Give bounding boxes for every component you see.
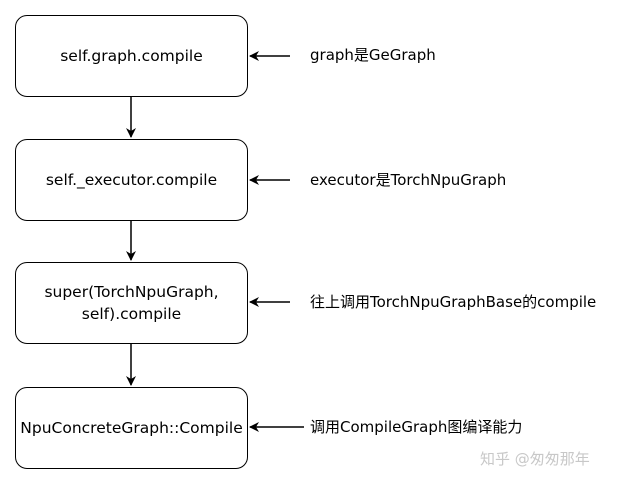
node-executor-compile: self._executor.compile — [15, 139, 248, 221]
node-super-compile: super(TorchNpuGraph, self).compile — [15, 262, 248, 344]
node-label: self._executor.compile — [45, 171, 218, 189]
annotation-super-call: 往上调用TorchNpuGraphBase的compile — [310, 293, 597, 311]
node-graph-compile: self.graph.compile — [15, 15, 248, 97]
node-label: self.graph.compile — [60, 47, 203, 65]
node-label: NpuConcreteGraph::Compile — [20, 419, 243, 437]
watermark: 知乎 @匆匆那年 — [480, 450, 590, 468]
annotation-executor-type: executor是TorchNpuGraph — [310, 171, 507, 189]
node-npu-concrete-graph-compile: NpuConcreteGraph::Compile — [15, 387, 248, 469]
node-label: super(TorchNpuGraph, self).compile — [44, 283, 219, 323]
annotation-compile-graph: 调用CompileGraph图编译能力 — [310, 418, 523, 436]
annotation-graph-type: graph是GeGraph — [310, 46, 436, 64]
